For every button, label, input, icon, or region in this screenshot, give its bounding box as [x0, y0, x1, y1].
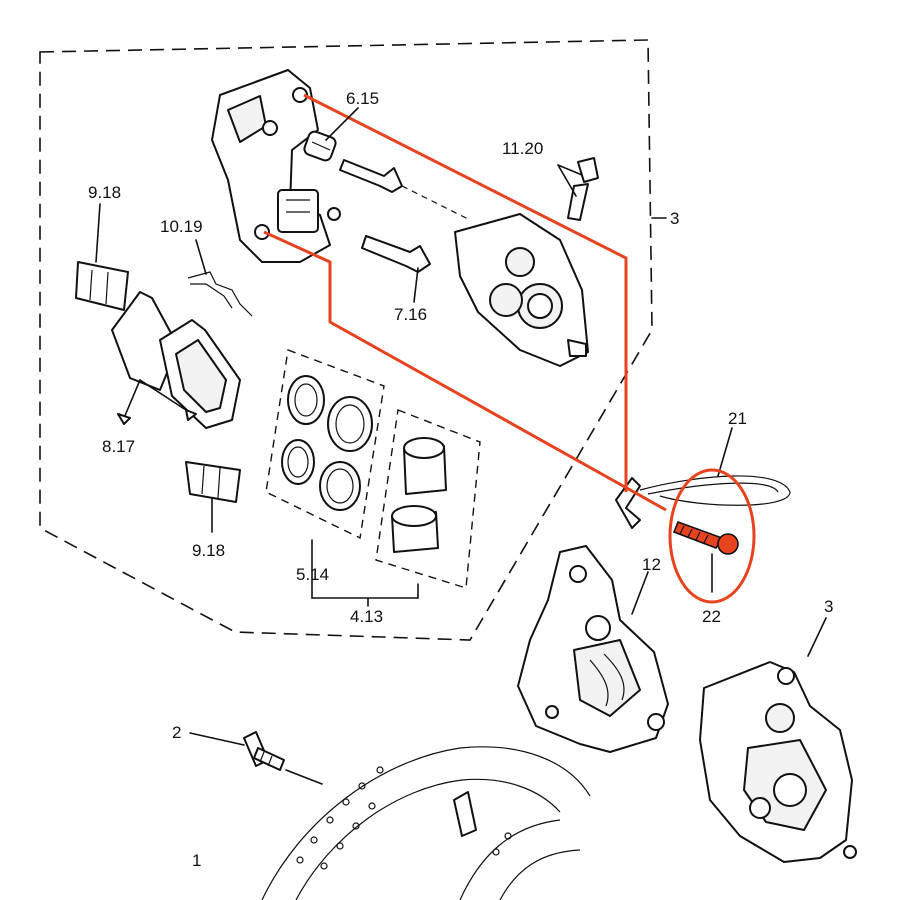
label-brake-pads: 8.17	[102, 437, 135, 456]
disc-bolt	[189, 731, 323, 785]
pad-clip-top	[75, 203, 129, 311]
assembly-boundary	[39, 39, 653, 641]
label-disc-bolt: 2	[172, 723, 181, 742]
label-bolt: 22	[702, 607, 721, 626]
label-pin-bolt-b: 7.16	[394, 305, 427, 324]
caliper-bolt	[672, 520, 739, 593]
group-bracket	[311, 539, 419, 607]
label-pad-clip-top: 9.18	[88, 183, 121, 202]
label-bleed-screw: 11.20	[502, 139, 543, 158]
pad-spring	[187, 239, 253, 317]
pad-clip-bottom	[185, 461, 241, 533]
label-caliper-right: 3	[824, 597, 833, 616]
label-bracket: 12	[642, 555, 661, 574]
retaining-clip	[615, 427, 791, 529]
brake-disc	[261, 746, 591, 900]
seal-set	[265, 349, 385, 540]
label-pad-clip-bottom: 9.18	[192, 541, 225, 560]
caliper-assembled	[699, 617, 857, 863]
brake-pads	[111, 291, 241, 429]
mounting-bracket	[517, 545, 669, 753]
highlight-line-lower	[263, 230, 667, 512]
label-seals: 5.14	[296, 565, 329, 584]
label-pin-bolt-a: 6.15	[346, 89, 379, 108]
highlight-circle	[668, 468, 756, 604]
guide-pin-upper	[339, 159, 403, 193]
piston-set	[375, 409, 481, 589]
label-assembly: 3	[670, 209, 679, 228]
caliper-body	[454, 213, 589, 367]
caliper-bracket	[211, 69, 341, 263]
guide-pin-lower	[361, 235, 431, 273]
bleed-screw	[557, 157, 599, 221]
label-pistons: 4.13	[350, 607, 383, 626]
label-clip: 21	[728, 409, 747, 428]
highlight-line-upper	[303, 93, 628, 492]
label-pad-spring: 10.19	[160, 217, 203, 236]
label-disc: 1	[192, 851, 201, 870]
